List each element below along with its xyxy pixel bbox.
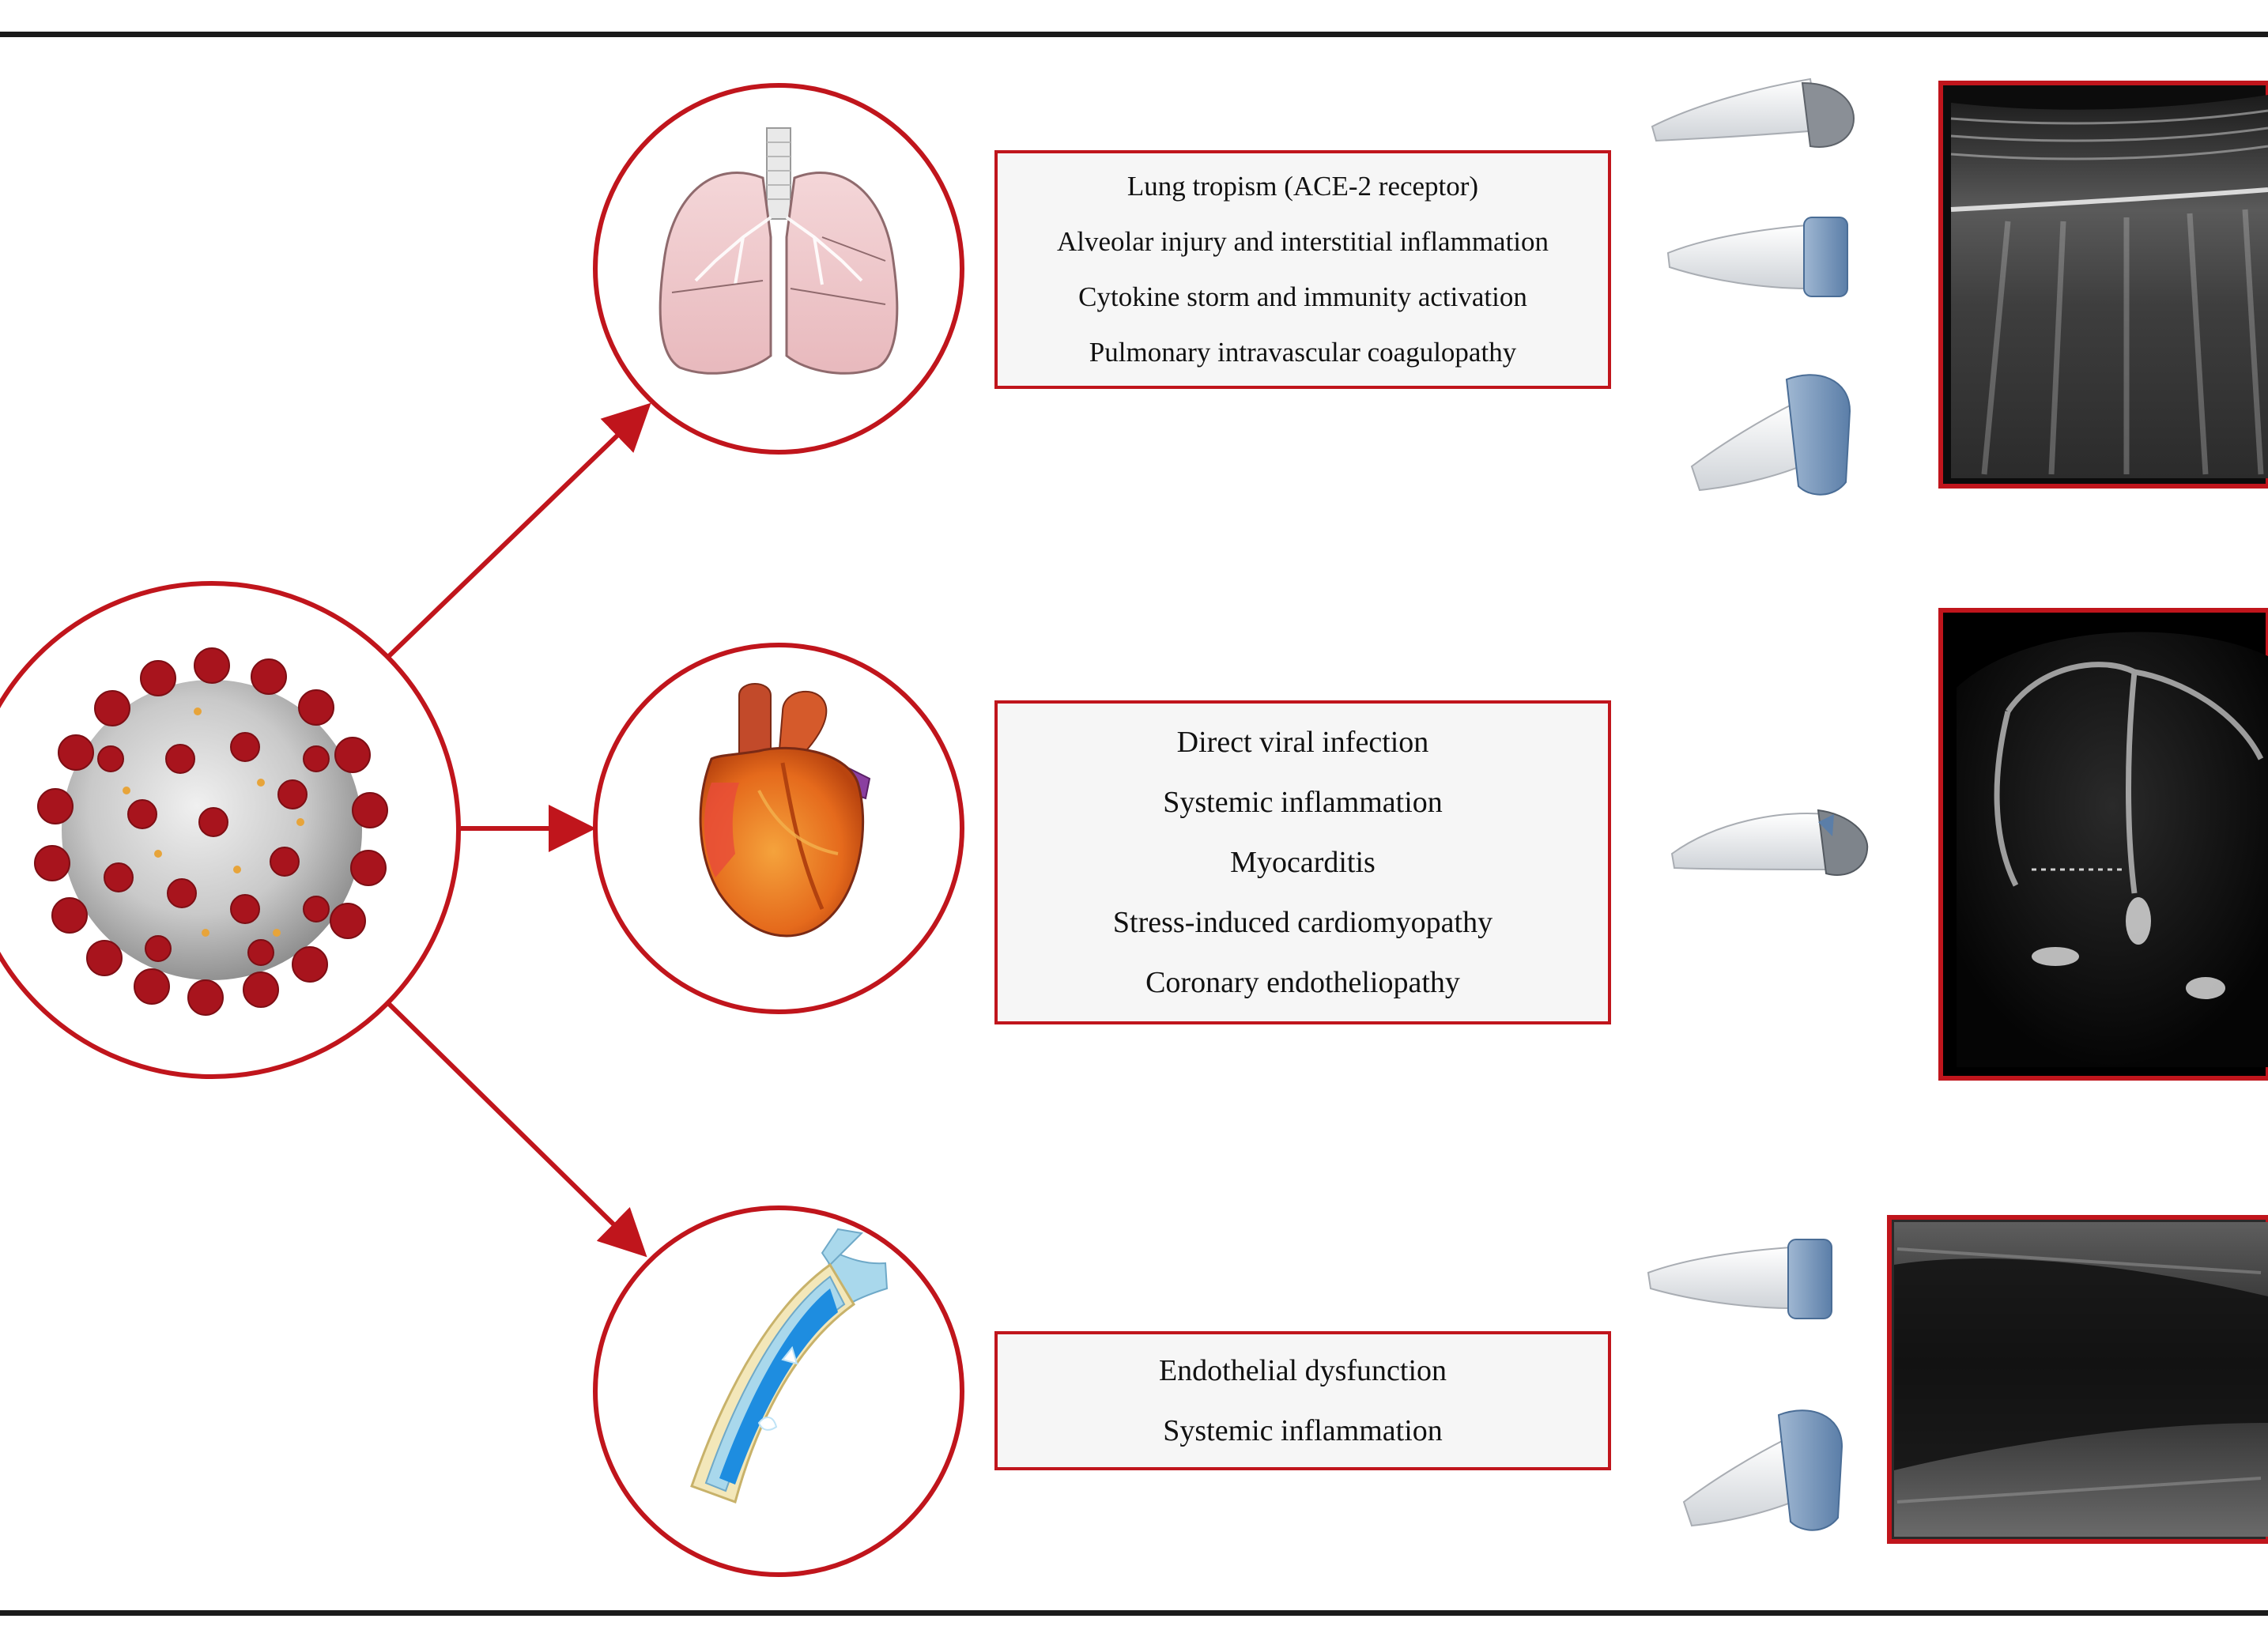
- lung-mechanism-1: Lung tropism (ACE-2 receptor): [1126, 171, 1479, 202]
- lungs-icon: [659, 127, 899, 375]
- lung-mechanism-3: Cytokine storm and immunity activation: [1078, 281, 1527, 312]
- arrows: [387, 402, 651, 1258]
- vessel-mechanism-2: Systemic inflammation: [1163, 1414, 1443, 1447]
- vascular-ultrasound-image: [1887, 1215, 2268, 1544]
- vessel-probes: [1647, 1239, 1843, 1531]
- heart-mechanism-1: Direct viral infection: [1176, 726, 1429, 759]
- arrow-to-vessel: [387, 1002, 647, 1258]
- lung-mechanism-2: Alveolar injury and interstitial inflamm…: [1056, 226, 1549, 257]
- lung-node: [593, 83, 964, 455]
- heart-mechanism-5: Coronary endotheliopathy: [1145, 966, 1460, 999]
- bottom-border: [0, 1610, 2268, 1616]
- vessel-mechanism-1: Endothelial dysfunction: [1158, 1354, 1447, 1387]
- heart-probes: [1670, 809, 1869, 876]
- echocardiogram-image: [1938, 608, 2268, 1081]
- linear-probe-icon: [1690, 374, 1851, 496]
- coronavirus-icon: [34, 647, 388, 1016]
- heart-mechanism-3: Myocarditis: [1230, 846, 1376, 879]
- heart-node: [593, 643, 964, 1014]
- top-border: [0, 32, 2268, 37]
- vessel-mechanisms-box: Endothelial dysfunction Systemic inflamm…: [994, 1331, 1611, 1470]
- heart-mechanism-2: Systemic inflammation: [1163, 786, 1443, 819]
- linear-probe-icon: [1682, 1409, 1843, 1531]
- arrow-to-lung: [387, 402, 651, 658]
- virus-node: [0, 581, 461, 1079]
- heart-icon: [699, 683, 871, 938]
- linear-probe-icon: [1666, 217, 1848, 297]
- vessel-node: [593, 1205, 964, 1577]
- heart-mechanism-4: Stress-induced cardiomyopathy: [1112, 906, 1493, 939]
- lung-mechanism-4: Pulmonary intravascular coagulopathy: [1089, 337, 1517, 368]
- lung-mechanisms-box: Lung tropism (ACE-2 receptor) Alveolar i…: [994, 150, 1611, 389]
- lung-probes: [1651, 77, 1855, 496]
- phased-array-probe-icon: [1670, 809, 1869, 876]
- heart-mechanisms-box: Direct viral infection Systemic inflamma…: [994, 700, 1611, 1024]
- lung-ultrasound-image: [1938, 81, 2268, 489]
- blood-vessel-icon: [690, 1228, 889, 1504]
- linear-probe-icon: [1647, 1239, 1832, 1319]
- convex-probe-icon: [1651, 77, 1855, 148]
